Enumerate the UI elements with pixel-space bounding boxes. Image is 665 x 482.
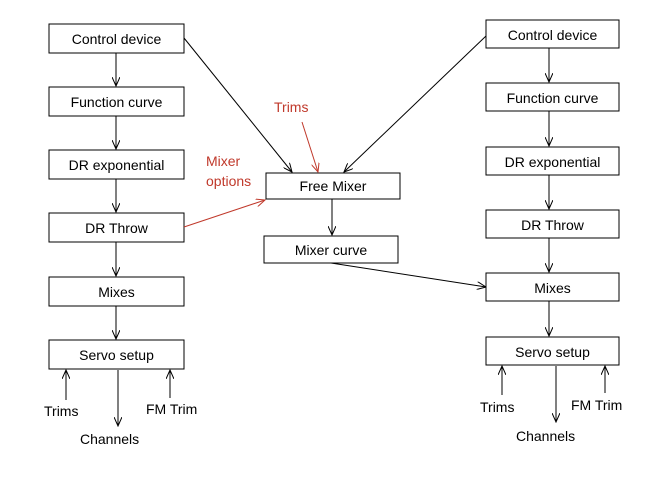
right-servo-setup-label: Servo setup xyxy=(515,344,590,360)
left-dr-exponential-label: DR exponential xyxy=(69,157,165,173)
right-function-curve-node: Function curve xyxy=(485,82,620,112)
left-servo-setup-node: Servo setup xyxy=(48,339,185,370)
right-dr-exponential-node: DR exponential xyxy=(485,146,620,176)
left-control-device-label: Control device xyxy=(72,31,162,47)
right-dr-exponential-label: DR exponential xyxy=(505,154,601,170)
right-dr-throw-node: DR Throw xyxy=(485,209,620,239)
left-control-device-node: Control device xyxy=(48,23,185,54)
mixer-options-annotation-line2: options xyxy=(206,173,251,189)
mixer-options-annotation-line1: Mixer xyxy=(206,153,241,169)
left-dr-throw-label: DR Throw xyxy=(85,220,149,236)
right-mixes-node: Mixes xyxy=(485,272,620,302)
left-mixes-label: Mixes xyxy=(98,284,135,300)
free-mixer-node: Free Mixer xyxy=(265,172,401,200)
arrow-mixer-curve-to-right-mixes xyxy=(330,262,486,287)
left-dr-throw-node: DR Throw xyxy=(48,212,185,243)
left-fm-trim-label: FM Trim xyxy=(146,401,197,417)
arrow-right-control-to-free-mixer xyxy=(344,35,487,172)
right-function-curve-label: Function curve xyxy=(507,90,599,106)
arrow-dr-throw-to-free-mixer xyxy=(183,200,265,228)
arrow-left-control-to-free-mixer xyxy=(183,37,292,172)
right-servo-setup-node: Servo setup xyxy=(485,336,620,366)
trims-annotation: Trims xyxy=(274,99,308,115)
right-control-device-node: Control device xyxy=(485,19,620,49)
free-mixer-label: Free Mixer xyxy=(300,178,367,194)
right-fm-trim-label: FM Trim xyxy=(571,397,622,413)
left-servo-setup-label: Servo setup xyxy=(79,347,154,363)
right-dr-throw-label: DR Throw xyxy=(521,217,585,233)
mixer-curve-node: Mixer curve xyxy=(263,235,399,264)
left-dr-exponential-node: DR exponential xyxy=(48,149,185,180)
left-function-curve-node: Function curve xyxy=(48,86,185,117)
left-function-curve-label: Function curve xyxy=(71,94,163,110)
right-channels-label: Channels xyxy=(516,428,575,444)
left-trims-label: Trims xyxy=(44,403,78,419)
left-mixes-node: Mixes xyxy=(48,276,185,307)
mixer-curve-label: Mixer curve xyxy=(295,242,368,258)
right-mixes-label: Mixes xyxy=(534,280,571,296)
right-control-device-label: Control device xyxy=(508,27,598,43)
trims-annotation-arrow xyxy=(301,121,318,172)
right-trims-label: Trims xyxy=(480,399,514,415)
left-channels-label: Channels xyxy=(80,431,139,447)
